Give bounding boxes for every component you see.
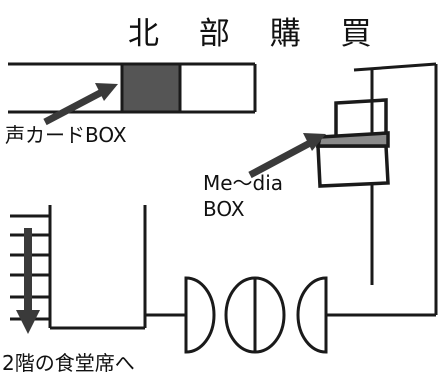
entrance-doors bbox=[184, 276, 328, 354]
media-box-label-line2: BOX bbox=[203, 197, 245, 221]
entrance-walls bbox=[50, 205, 436, 330]
voice-card-box-label: 声カードBOX bbox=[5, 123, 127, 147]
arrow-to-voice-box bbox=[43, 83, 118, 126]
arrow-to-media-box bbox=[248, 133, 326, 179]
cafeteria-label: 2階の食堂席へ bbox=[2, 351, 135, 375]
map-title: 北 部 購 買 bbox=[128, 16, 387, 52]
voice-card-box bbox=[120, 62, 182, 114]
media-box-label-line1: Me〜dia bbox=[203, 171, 284, 195]
stairs-down-arrow bbox=[16, 228, 40, 334]
media-box bbox=[315, 98, 390, 188]
